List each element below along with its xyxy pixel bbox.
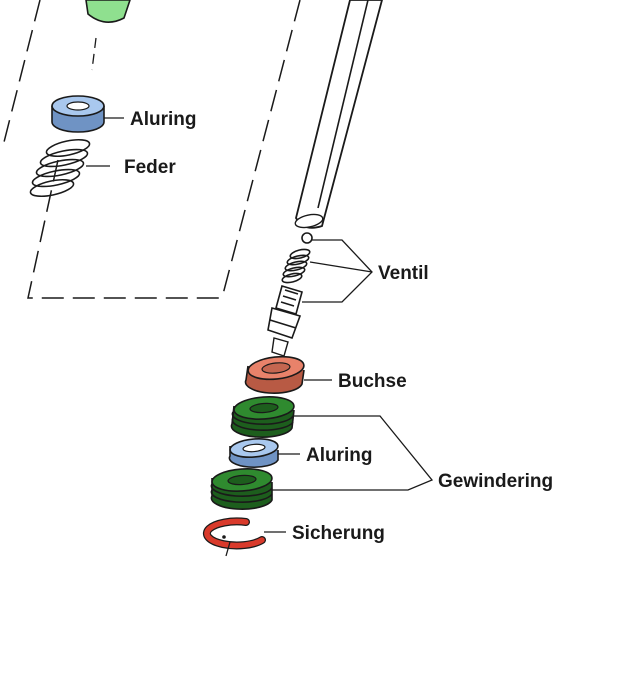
gewindering-upper-part [230, 396, 295, 438]
feder-spring [29, 138, 91, 198]
label-ventil: Ventil [378, 263, 429, 284]
aluring-top-part [51, 95, 105, 133]
buchse-part [244, 355, 305, 394]
label-sicherung: Sicherung [292, 523, 385, 544]
label-feder: Feder [124, 157, 176, 178]
label-aluring-top: Aluring [130, 109, 197, 130]
top-green-part [85, 0, 131, 23]
detail-frame [1, 0, 301, 299]
tube [294, 0, 383, 229]
label-buchse: Buchse [338, 371, 407, 392]
label-gewindering: Gewindering [438, 471, 553, 492]
label-aluring-bottom: Aluring [306, 445, 373, 466]
aluring-bottom-part [228, 437, 279, 469]
ventil-parts [267, 232, 313, 357]
sicherung-part [202, 517, 266, 550]
gewindering-lower-part [210, 468, 273, 510]
